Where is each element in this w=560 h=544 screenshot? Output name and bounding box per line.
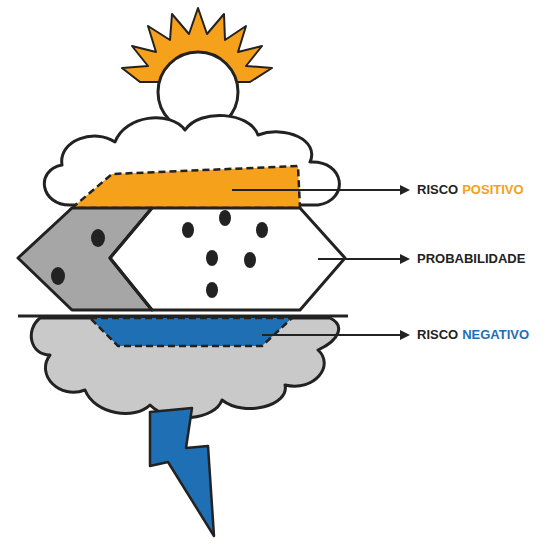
negative-label: NEGATIVO	[462, 327, 529, 343]
positive-label: POSITIVO	[462, 182, 523, 198]
positive-risk-band	[72, 166, 300, 208]
probability-label: PROBABILIDADE	[417, 251, 525, 267]
storm-cloud	[31, 318, 338, 418]
negative-risk-band	[90, 318, 292, 346]
lightning-bolt	[150, 408, 214, 536]
risk-label: RISCO	[417, 182, 458, 198]
leader-arrows	[232, 185, 410, 340]
die	[18, 208, 345, 310]
sun	[122, 8, 272, 132]
risk-label: RISCO	[417, 327, 458, 343]
